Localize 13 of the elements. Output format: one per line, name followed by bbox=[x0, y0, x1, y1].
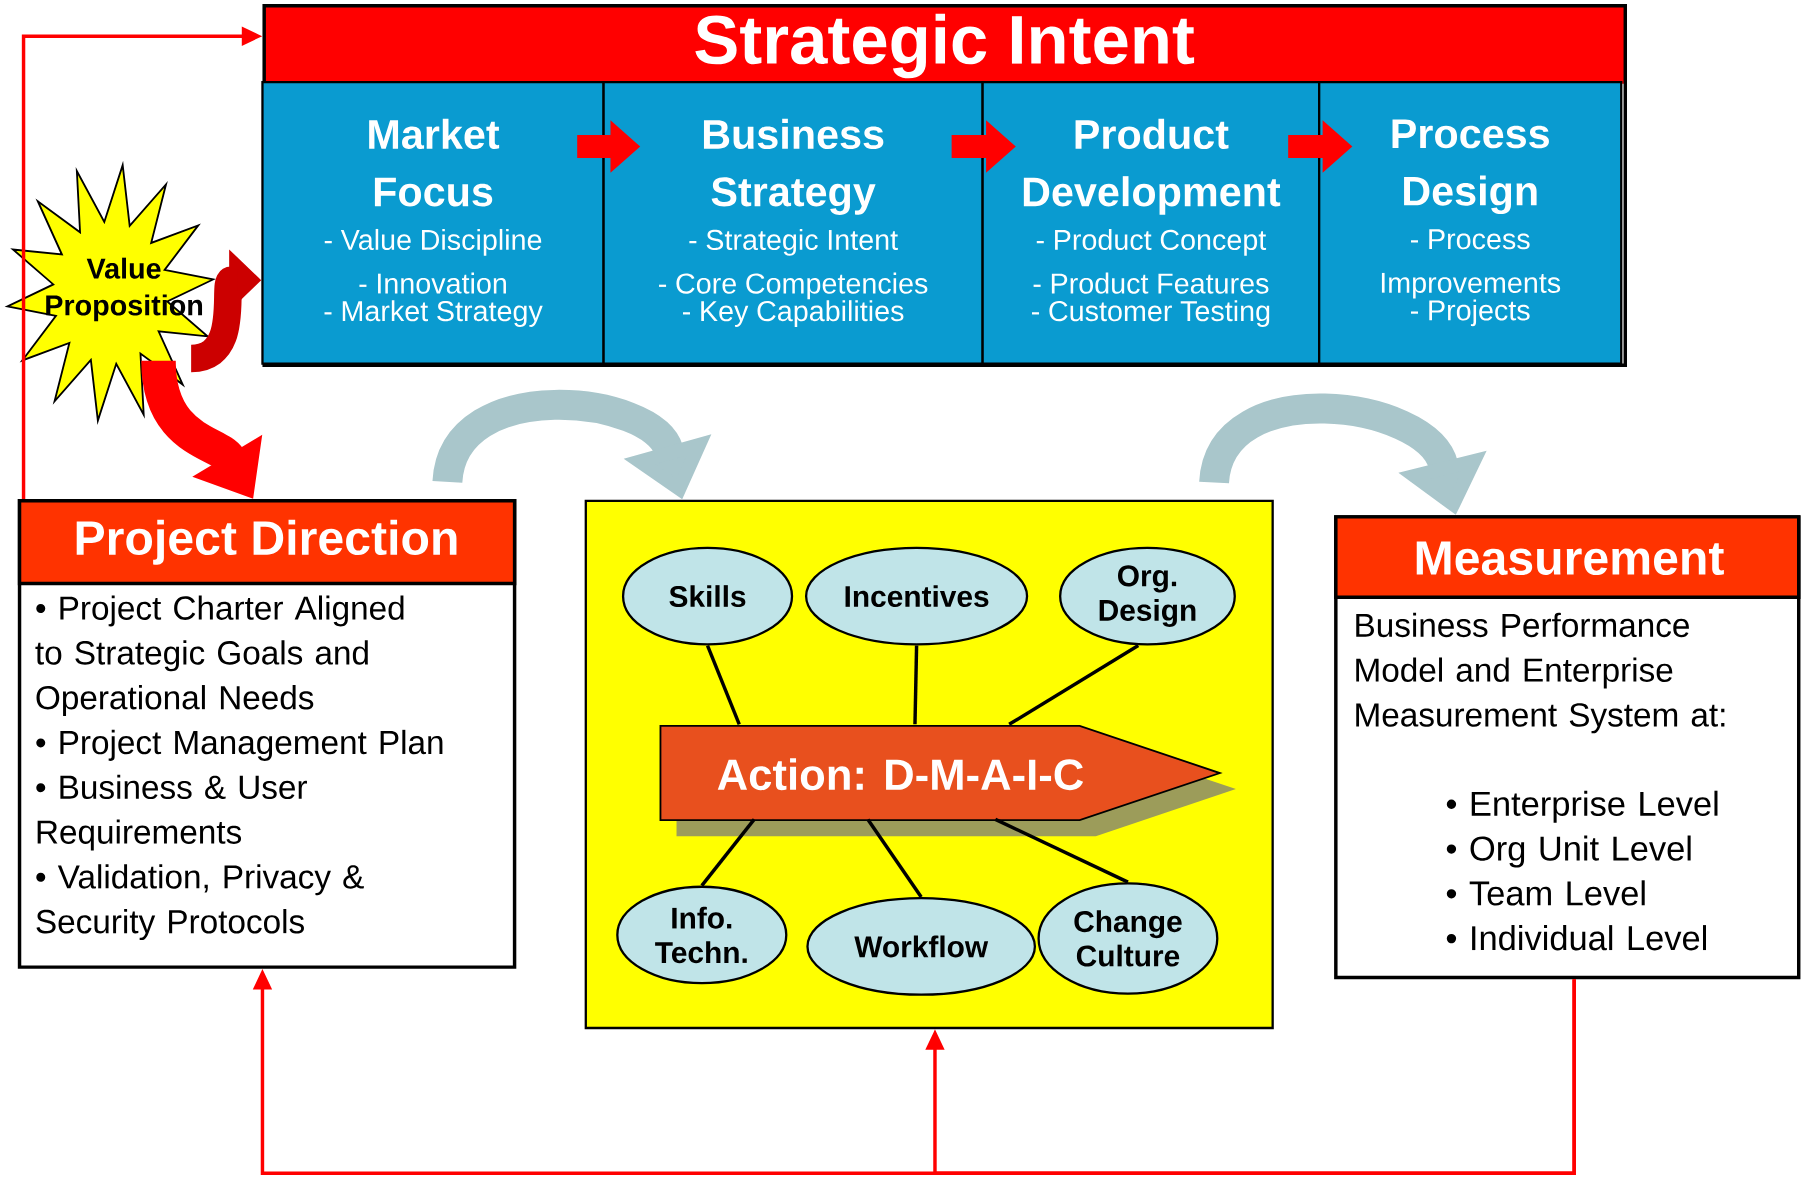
column-box: Business Strategy - Strategic Intent - Core Competencies - Key Capabilities bbox=[602, 80, 984, 365]
connector-line bbox=[705, 644, 741, 725]
column-box: Market Focus - Value Discipline - Innovation - Market Strategy bbox=[261, 80, 605, 365]
connector-line bbox=[913, 645, 919, 725]
connector-line bbox=[866, 818, 923, 898]
column-box: Process Design - Process Improvements - Projects bbox=[1318, 80, 1623, 365]
connector-line bbox=[994, 817, 1129, 884]
column-box: Product Development - Product Concept - Product Features - Customer Testing bbox=[981, 80, 1321, 365]
feedback-arrow bbox=[925, 979, 1576, 1175]
connector-line bbox=[700, 818, 756, 887]
panel-box: Project Direction • Project Charter Aligned to Strategic Goals and Operational Needs • Project Management Plan • Business & User Requirements • Validation, Privacy & Security Protocols bbox=[17, 498, 517, 969]
panel-box: Measurement Business Performance Model and Enterprise Measurement System at: • Enterprise Level • Org Unit Level • Team Level • Individual Level bbox=[1334, 515, 1801, 980]
connector-line bbox=[1008, 643, 1140, 726]
